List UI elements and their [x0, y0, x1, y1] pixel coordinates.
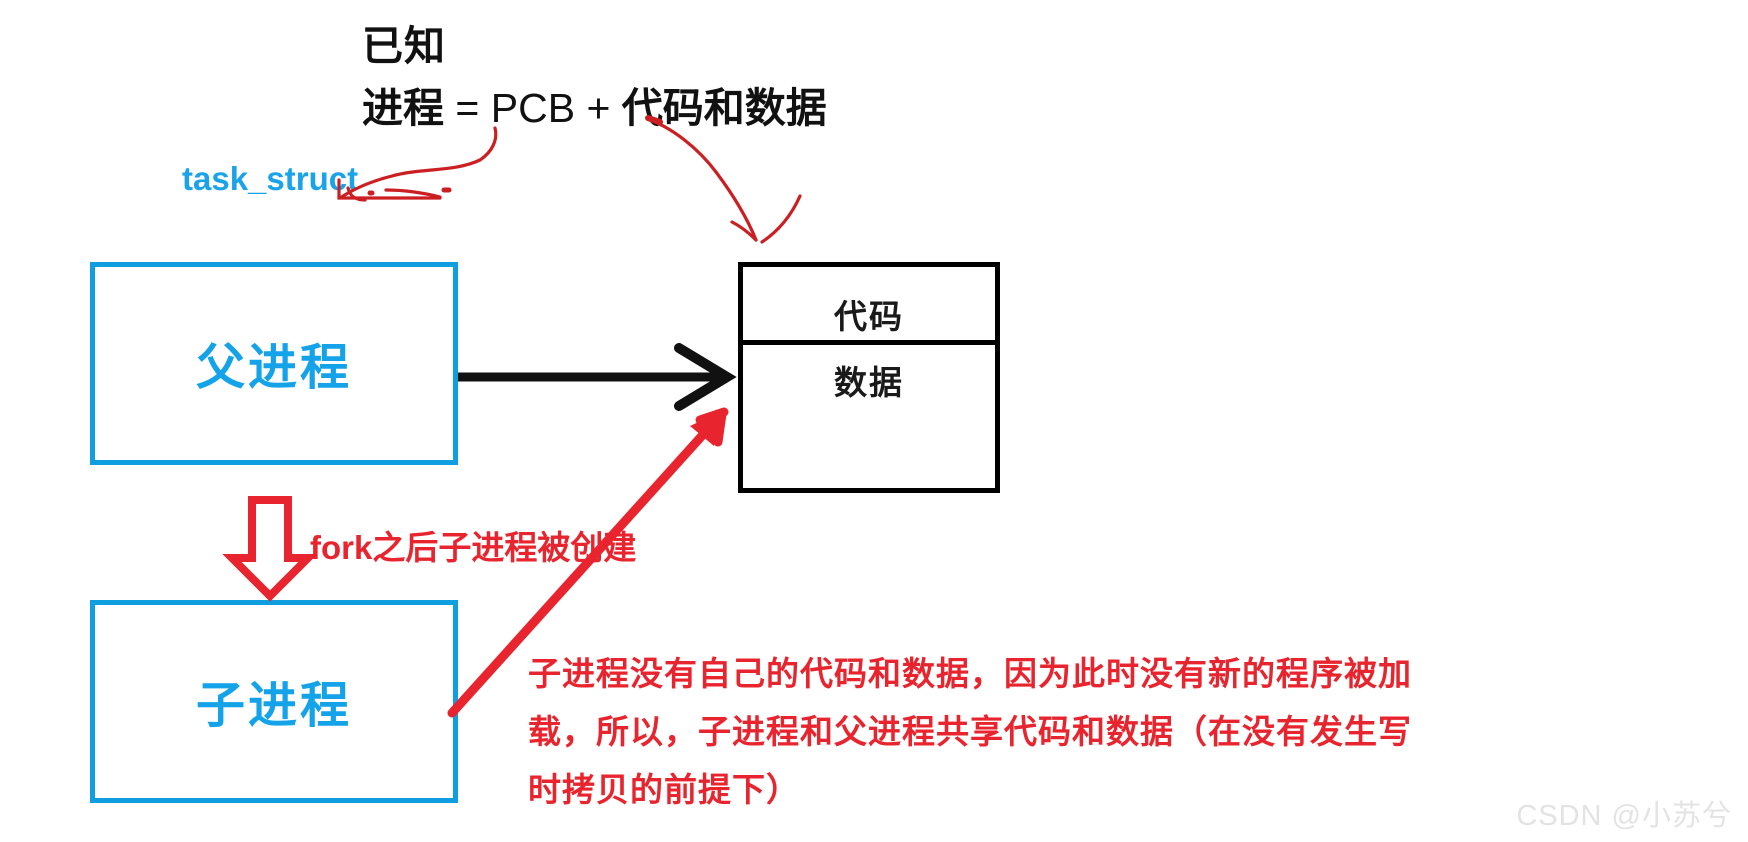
data-row-label: 数据 [834, 364, 904, 401]
formula-term-pcb: PCB [490, 85, 576, 131]
code-row: 代码 [743, 267, 995, 345]
fork-annotation-label: fork之后子进程被创建 [310, 529, 637, 566]
heading-formula: 进程 = PCB + 代码和数据 [362, 74, 827, 134]
down-block-arrow-icon [222, 496, 318, 602]
formula-equals: = [444, 85, 491, 131]
explanation-line-1: 子进程没有自己的代码和数据，因为此时没有新的程序被加 [528, 655, 1412, 692]
child-process-box: 子进程 [90, 600, 458, 803]
code-row-label: 代码 [834, 297, 904, 335]
formula-plus: + [575, 85, 622, 131]
explanation-text: 子进程没有自己的代码和数据，因为此时没有新的程序被加 载，所以，子进程和父进程共… [528, 645, 1518, 819]
formula-term-process: 进程 [362, 85, 444, 131]
code-and-data-box: 代码 数据 [738, 262, 1000, 493]
explanation-line-3: 时拷贝的前提下） [528, 771, 800, 808]
data-row: 数据 [743, 345, 995, 415]
right-arrow-icon [458, 343, 737, 411]
csdn-watermark: CSDN @小苏兮 [1516, 800, 1732, 832]
heading-known: 已知 [362, 23, 446, 69]
explanation-line-2: 载，所以，子进程和父进程共享代码和数据（在没有发生写 [528, 713, 1412, 750]
parent-process-label: 父进程 [195, 341, 352, 395]
child-process-label: 子进程 [195, 679, 352, 733]
task-struct-label: task_struct [182, 160, 359, 197]
pcb-pointer-icon [337, 126, 498, 202]
formula-term-code-and-data: 代码和数据 [621, 85, 827, 131]
parent-process-box: 父进程 [90, 262, 458, 465]
codedata-pointer-icon [645, 115, 802, 244]
